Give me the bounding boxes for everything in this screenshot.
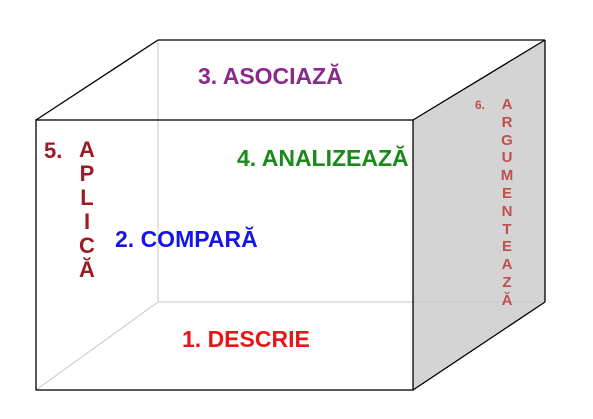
aplica-letter: A — [79, 137, 95, 162]
cube-side-face — [413, 40, 545, 390]
argumenteaza-letter: E — [501, 238, 512, 256]
aplica-letter: Ă — [79, 257, 95, 282]
argumenteaza-letter: N — [501, 202, 513, 220]
argumenteaza-letter: M — [500, 167, 514, 185]
label-descrie: 1. DESCRIE — [182, 326, 310, 352]
argumenteaza-letter: U — [501, 149, 513, 167]
argumenteaza-letter: A — [501, 96, 513, 113]
argumenteaza-letter: G — [501, 131, 513, 149]
cube-hidden-edges — [35, 40, 545, 391]
label-asociaza: 3. ASOCIAZĂ — [198, 63, 343, 89]
label-compara: 2. COMPARĂ — [115, 226, 258, 252]
argumenteaza-letter: A — [501, 256, 513, 274]
argumenteaza-letter: T — [502, 220, 512, 238]
label-argumenteaza-number: 6. — [475, 98, 486, 112]
argumenteaza-letter: Ă — [501, 291, 513, 309]
aplica-letter: C — [79, 233, 95, 258]
argumenteaza-letter: E — [501, 184, 512, 202]
argumenteaza-letter: Z — [502, 273, 512, 291]
label-analizeaza: 4. ANALIZEAZĂ — [237, 145, 409, 171]
aplica-letter: I — [83, 209, 91, 234]
cube-visible-edges — [35, 39, 546, 391]
aplica-letter: P — [79, 161, 95, 186]
argumenteaza-letter: R — [501, 113, 513, 131]
label-aplica-number: 5. — [44, 138, 63, 163]
aplica-letter: L — [80, 185, 94, 210]
